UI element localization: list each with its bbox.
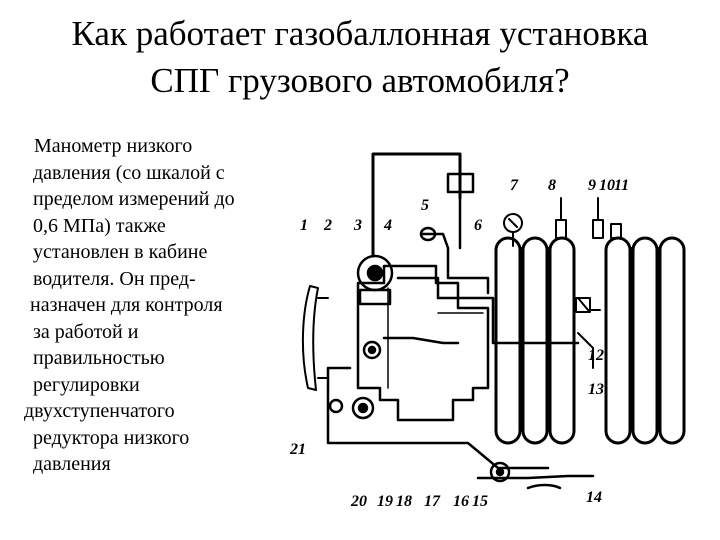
body-line: назначен для контроля xyxy=(30,294,223,316)
body-line: 0,6 МПа) также xyxy=(33,214,166,237)
label-2: 2 xyxy=(323,217,332,234)
body-line: правильностью xyxy=(33,347,165,369)
label-7: 7 xyxy=(510,177,519,194)
gas-cylinders xyxy=(494,236,686,445)
body-line: двухступенчатого xyxy=(24,400,175,422)
manometer xyxy=(503,213,523,247)
label-8: 8 xyxy=(548,177,556,194)
label-17: 17 xyxy=(424,493,441,510)
label-3: 3 xyxy=(353,217,362,234)
label-4: 4 xyxy=(383,217,392,234)
return-pipe xyxy=(371,152,462,258)
label-13: 13 xyxy=(588,381,604,398)
label-9: 9 xyxy=(588,177,596,194)
label-1: 1 xyxy=(300,217,308,234)
gas-mixer xyxy=(328,340,382,420)
slide-title: Как работает газобаллонная установка СПГ… xyxy=(0,10,720,104)
label-6: 6 xyxy=(474,217,482,234)
body-line: Манометр низкого xyxy=(34,135,193,157)
body-text: Манометр низкого давления (со шкалой с п… xyxy=(24,133,284,478)
label-19: 19 xyxy=(377,493,393,510)
label-14: 14 xyxy=(586,489,602,506)
label-20: 20 xyxy=(350,493,367,510)
body-line: установлен в кабине xyxy=(33,241,208,263)
label-16: 16 xyxy=(453,493,469,510)
radiator xyxy=(301,285,329,391)
label-18: 18 xyxy=(396,493,412,510)
body-line: за работой и xyxy=(33,320,139,343)
body-line: редуктора низкого xyxy=(33,426,190,449)
body-line: пределом измерений до xyxy=(33,188,235,210)
label-5: 5 xyxy=(421,197,429,214)
lng-system-diagram: 1 2 3 4 5 6 7 8 9 10 11 12 13 14 15 16 1… xyxy=(289,152,686,510)
cylinder-valves xyxy=(555,197,622,369)
title-line-1: Как работает газобаллонная установка xyxy=(71,14,649,53)
body-line: давления (со шкалой с xyxy=(33,161,225,184)
heat-exchanger xyxy=(419,172,490,295)
title-line-2: СПГ грузового автомобиля? xyxy=(150,61,570,100)
label-21: 21 xyxy=(289,441,306,458)
label-10: 10 xyxy=(599,177,615,194)
gas-reducer xyxy=(356,254,394,306)
filling-line xyxy=(476,461,595,490)
body-line: водителя. Он пред- xyxy=(33,267,196,290)
label-11: 11 xyxy=(614,177,629,194)
label-12: 12 xyxy=(588,347,604,364)
supply-pipes xyxy=(326,276,580,470)
component-labels: 1 2 3 4 5 6 7 8 9 10 11 12 13 14 15 16 1… xyxy=(289,177,629,510)
body-line: давления xyxy=(33,453,111,475)
label-15: 15 xyxy=(472,493,488,510)
body-line: регулировки xyxy=(33,373,140,396)
